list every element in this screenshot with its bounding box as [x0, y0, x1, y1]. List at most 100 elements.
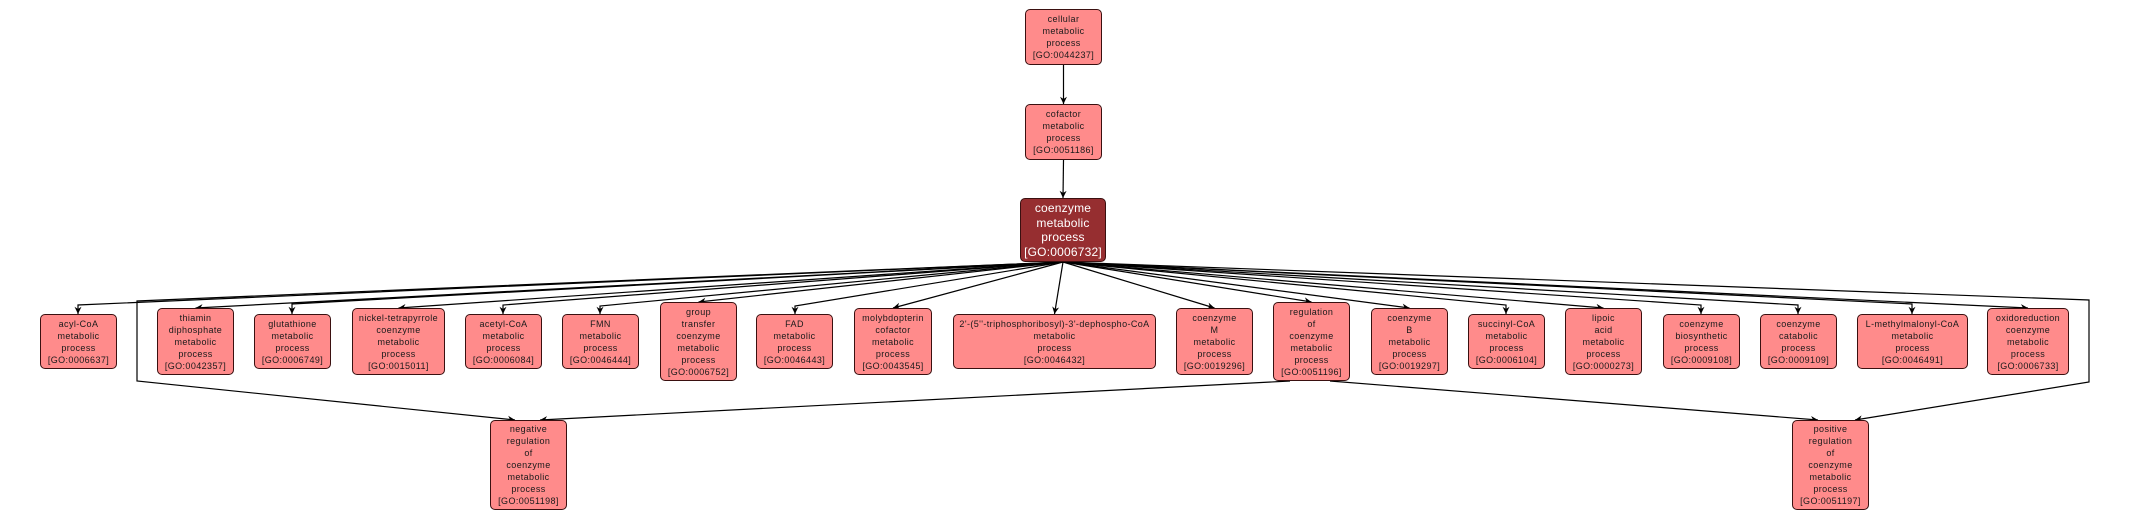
go-term-label-line: coenzyme [1776, 318, 1821, 329]
go-term-label-line: coenzyme [1289, 330, 1334, 341]
go-term-id: [GO:0009108] [1670, 354, 1733, 365]
go-term-label-line: process [381, 348, 416, 359]
go-term-label-line: lipoic [1592, 312, 1615, 323]
edge-line [398, 261, 1064, 309]
go-term-label-line: process [1046, 38, 1081, 48]
go-term-label-line: metabolic [1891, 330, 1934, 341]
arrowhead-icon [74, 306, 82, 314]
arrowhead-icon [1206, 302, 1215, 310]
go-term-id: [GO:0051186] [1033, 145, 1094, 155]
go-term-label-line: succinyl-CoA [1477, 318, 1536, 329]
go-term-label-line: metabolic [773, 330, 816, 341]
edge-regulation-to-negative [539, 380, 1291, 424]
edge-line [1062, 261, 2090, 421]
go-term-label-line: process [1392, 348, 1427, 359]
arrowhead-icon [893, 302, 901, 310]
go-term-label-line: metabolic [1582, 336, 1625, 347]
go-term-id: [GO:0019297] [1378, 360, 1441, 371]
go-term-id: [GO:0015011] [368, 360, 429, 371]
go-term-label-line: metabolic [579, 330, 622, 341]
go-term-id: [GO:0000273] [1572, 360, 1635, 371]
go-term-label-line: process [1046, 133, 1081, 143]
edge-coenzyme-to-fad [791, 261, 1064, 314]
edge-coenzyme-to-glutathione [288, 261, 1064, 314]
go-term-label-line: process [1781, 342, 1816, 353]
go-term-label-line: process [486, 342, 521, 353]
go-term-label-line: coenzyme [676, 330, 721, 341]
go-term-label-line: process [2010, 348, 2046, 359]
edge-coenzyme-to-molyb [892, 261, 1064, 310]
go-term-label-line: process [1041, 230, 1085, 244]
arrowhead-icon [1794, 306, 1802, 314]
go-term-id: [GO:0042357] [164, 360, 227, 371]
go-term-label-line: metabolic [174, 336, 217, 347]
go-term-label-line: oxidoreduction [1995, 312, 2061, 323]
go-term-id: [GO:0051198] [498, 496, 559, 506]
edge-cofactor-to-coenzyme [1059, 159, 1067, 199]
edge-coenzyme-to-catab [1062, 261, 1802, 314]
go-term-label-line: nickel-tetrapyrrole [358, 312, 439, 323]
go-term-label-line: FMN [590, 318, 611, 329]
go-term-label-line: coenzyme [1387, 312, 1432, 323]
go-term-label-line: metabolic [1033, 330, 1076, 341]
edge-line [1062, 261, 1312, 303]
go-term-id: [GO:0046444] [569, 354, 632, 365]
go-term-label-line: regulation [1289, 306, 1334, 317]
go-term-id: [GO:0006732] [1024, 244, 1102, 259]
go-term-label-line: acid [1594, 324, 1613, 335]
go-term-label-line: L-methylmalonyl-CoA [1865, 318, 1960, 329]
go-term-label-line: process [681, 354, 716, 365]
edge-line [1062, 261, 1410, 309]
edge-line [1053, 261, 1064, 315]
arrowhead-icon [499, 306, 507, 314]
go-term-label-line: process [178, 348, 213, 359]
go-term-label-line: process [1895, 342, 1930, 353]
go-term-label-line: cofactor [875, 324, 911, 335]
edge-coenzyme-to-biosyn [1062, 261, 1705, 314]
go-term-label-line: process [777, 342, 812, 353]
go-term-id: [GO:0006749] [261, 354, 324, 365]
edge-coenzyme-to-coB [1062, 261, 1410, 311]
go-term-label-line: coenzyme [1808, 460, 1853, 470]
go-term-label-line: of [1826, 448, 1835, 458]
go-term-label-line: process [275, 342, 310, 353]
go-term-label-line: FAD [785, 318, 804, 329]
edge-coenzyme-to-fmn [596, 261, 1064, 314]
go-term-label-line: process [1813, 484, 1848, 494]
go-term-label-line: coenzyme [1679, 318, 1724, 329]
go-term-label-line: group [685, 306, 712, 317]
go-term-label-line: metabolic [271, 330, 314, 341]
go-term-id: [GO:0006733] [1997, 360, 2059, 371]
arrowhead-icon [1052, 306, 1060, 314]
go-term-label-line: catabolic [1778, 330, 1819, 341]
go-term-label-line: coenzyme [506, 460, 551, 470]
go-term-id: [GO:0006084] [472, 354, 535, 365]
go-term-label-line: of [1307, 318, 1316, 329]
go-term-label-line: M [1210, 324, 1219, 335]
go-term-label-line: coenzyme [1192, 312, 1237, 323]
go-term-node-triphos[interactable]: 2'-(5''-triphosphoribosyl)-3'-dephospho-… [953, 314, 1156, 369]
